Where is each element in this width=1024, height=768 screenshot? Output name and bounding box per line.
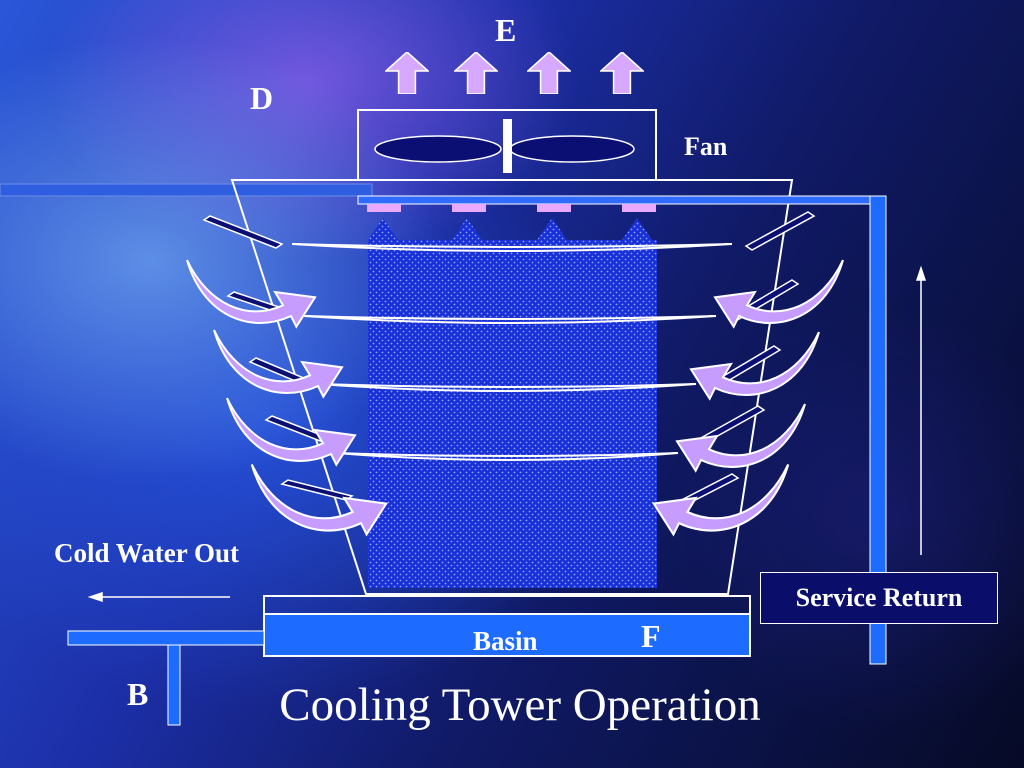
label-fan: Fan: [684, 132, 728, 161]
air-intake-arrow-icon: [225, 396, 357, 466]
drain-pipe-b: [167, 644, 181, 726]
spray-nozzle: [622, 204, 656, 212]
flow-arrow-icon: [915, 265, 927, 555]
spray-nozzle: [367, 204, 401, 212]
fan-housing: [357, 109, 657, 181]
air-intake-arrow-icon: [185, 258, 317, 328]
exhaust-arrow-icon: [385, 52, 429, 94]
distribution-header: [357, 195, 887, 205]
label-d: D: [250, 80, 274, 116]
drift-eliminators: [291, 243, 733, 461]
label-e: E: [495, 12, 517, 48]
exhaust-arrow-icon: [454, 52, 498, 94]
fan-icon: [374, 119, 635, 173]
exhaust-arrow-icon: [600, 52, 644, 94]
spray-nozzle: [537, 204, 571, 212]
air-intake-arrow-icon: [212, 328, 344, 398]
air-intake-arrow-icon: [250, 463, 388, 536]
air-intake-arrow-icon: [652, 463, 790, 536]
flow-arrow-icon: [87, 591, 230, 603]
basin-rim: [263, 595, 751, 615]
label-b: B: [127, 676, 149, 712]
spray-nozzle: [452, 204, 486, 212]
supply-pipe: [0, 183, 373, 197]
label-cold-water-out: Cold Water Out: [54, 538, 240, 568]
air-intake-arrow-icon: [675, 402, 807, 472]
label-f: F: [641, 618, 661, 654]
cold-water-pipe: [67, 630, 265, 646]
label-basin: Basin: [473, 626, 538, 656]
label-service-return: Service Return: [760, 572, 998, 624]
service-return-pipe: [869, 195, 887, 665]
slide-title: Cooling Tower Operation: [279, 679, 761, 731]
exhaust-arrow-icon: [527, 52, 571, 94]
fill-media: [368, 218, 657, 588]
